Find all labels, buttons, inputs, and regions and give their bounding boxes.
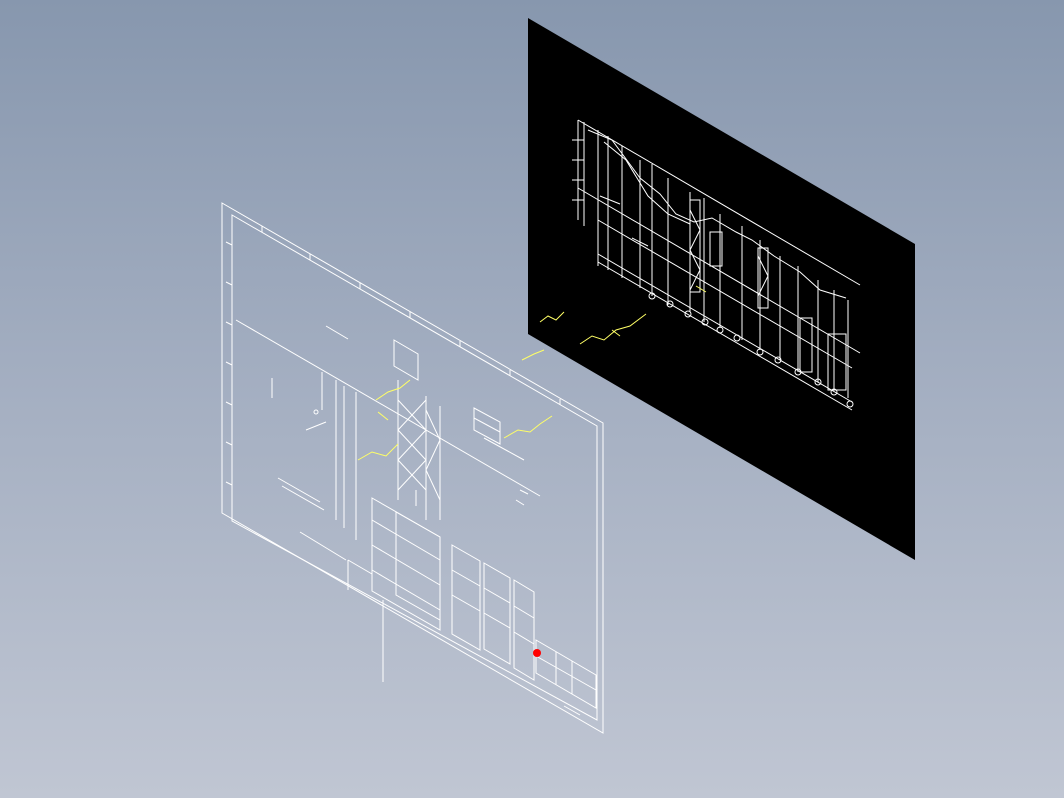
model-space-annotations — [539, 285, 707, 345]
layout-sheet[interactable] — [221, 202, 604, 734]
model-space-sheet-background — [528, 18, 915, 560]
model-space-sheet[interactable] — [528, 18, 915, 560]
elevation-drawing — [572, 119, 861, 411]
border-zone-ticks — [225, 226, 561, 486]
title-block-drawing — [235, 319, 597, 716]
layout-annotations — [357, 349, 553, 461]
red-dot-icon[interactable] — [533, 649, 541, 657]
layout-sheet-outer-frame — [221, 202, 604, 734]
layout-sheet-inner-frame — [231, 214, 598, 721]
